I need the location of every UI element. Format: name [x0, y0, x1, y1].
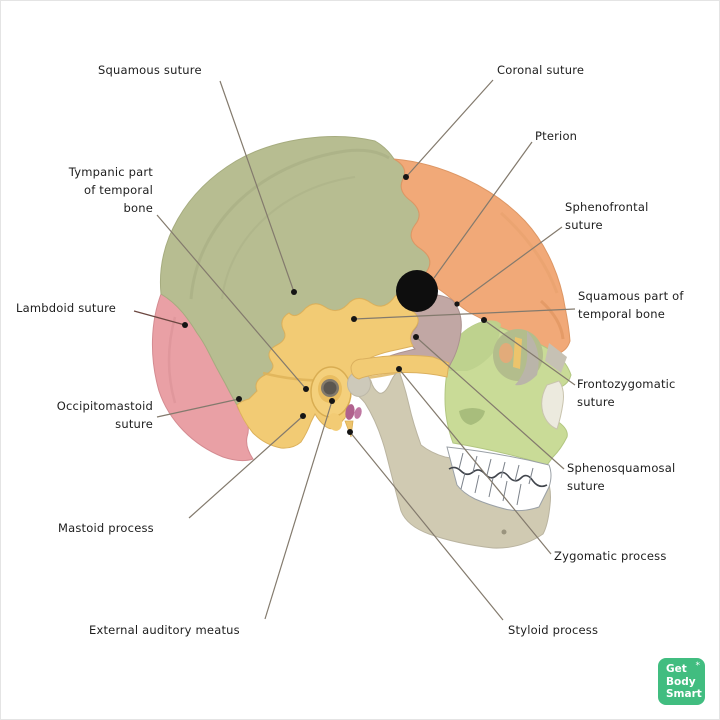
leader-lambdoid [133, 310, 186, 326]
frontal-inner-shading [499, 211, 559, 294]
leader-sphenofrontal [456, 226, 563, 305]
nasal-bone [545, 343, 567, 373]
parietal-inner-shading-2 [221, 176, 356, 300]
leader-zygomatic-process [398, 368, 552, 555]
leader-dots [182, 174, 487, 435]
brow-ridge-shading [539, 299, 565, 340]
label-external-auditory-meatus: External auditory meatus [89, 623, 240, 637]
leader-occipitomastoid [156, 398, 240, 418]
label-tympanic-part: Tympanic part of temporal bone [68, 165, 153, 215]
leader-frontozygomatic [483, 319, 576, 386]
label-lambdoid-suture: Lambdoid suture [16, 301, 117, 315]
leader-mastoid-process [188, 415, 304, 519]
label-zygomatic-process: Zygomatic process [554, 549, 667, 563]
parietal-inner-shading [189, 148, 390, 300]
pterygoid-patch [459, 408, 485, 425]
styloid-base-2 [354, 407, 362, 419]
leader-lines [133, 79, 576, 621]
leader-tympanic-part [156, 214, 307, 390]
label-styloid-process: Styloid process [508, 623, 599, 637]
leader-styloid-process [349, 431, 504, 621]
teeth [446, 446, 552, 512]
leader-coronal-suture [405, 79, 494, 178]
frontal-bone [393, 158, 571, 355]
styloid-base-1 [345, 404, 355, 420]
orbit-inner-patch [499, 343, 513, 363]
pterion-marker [396, 270, 438, 312]
leader-pterion [433, 141, 533, 279]
getbodysmart-logo[interactable]: Get Body Smart * [658, 658, 705, 705]
leader-external-auditory-meatus [264, 400, 333, 620]
label-mastoid-process: Mastoid process [58, 521, 154, 535]
mental-foramen [501, 529, 507, 535]
teeth-separators [458, 452, 534, 506]
label-coronal-suture: Coronal suture [497, 63, 585, 77]
leader-sphenosquamosal [415, 336, 565, 470]
nasal-aperture [541, 380, 564, 430]
zygomatic-bone-patch [449, 320, 501, 371]
label-pterion: Pterion [535, 129, 578, 143]
label-squamous-suture: Squamous suture [98, 63, 202, 77]
orbit-lacrimal-shading [515, 331, 539, 386]
tympanic-plate [327, 413, 343, 431]
leader-squamous-part [353, 308, 576, 320]
logo-asterisk-icon: * [695, 661, 701, 671]
occipital-inner-shading [167, 316, 177, 404]
auditory-meatus-canal [323, 381, 337, 395]
leader-squamous-suture [219, 80, 295, 293]
logo-text: Get Body Smart [666, 663, 702, 700]
